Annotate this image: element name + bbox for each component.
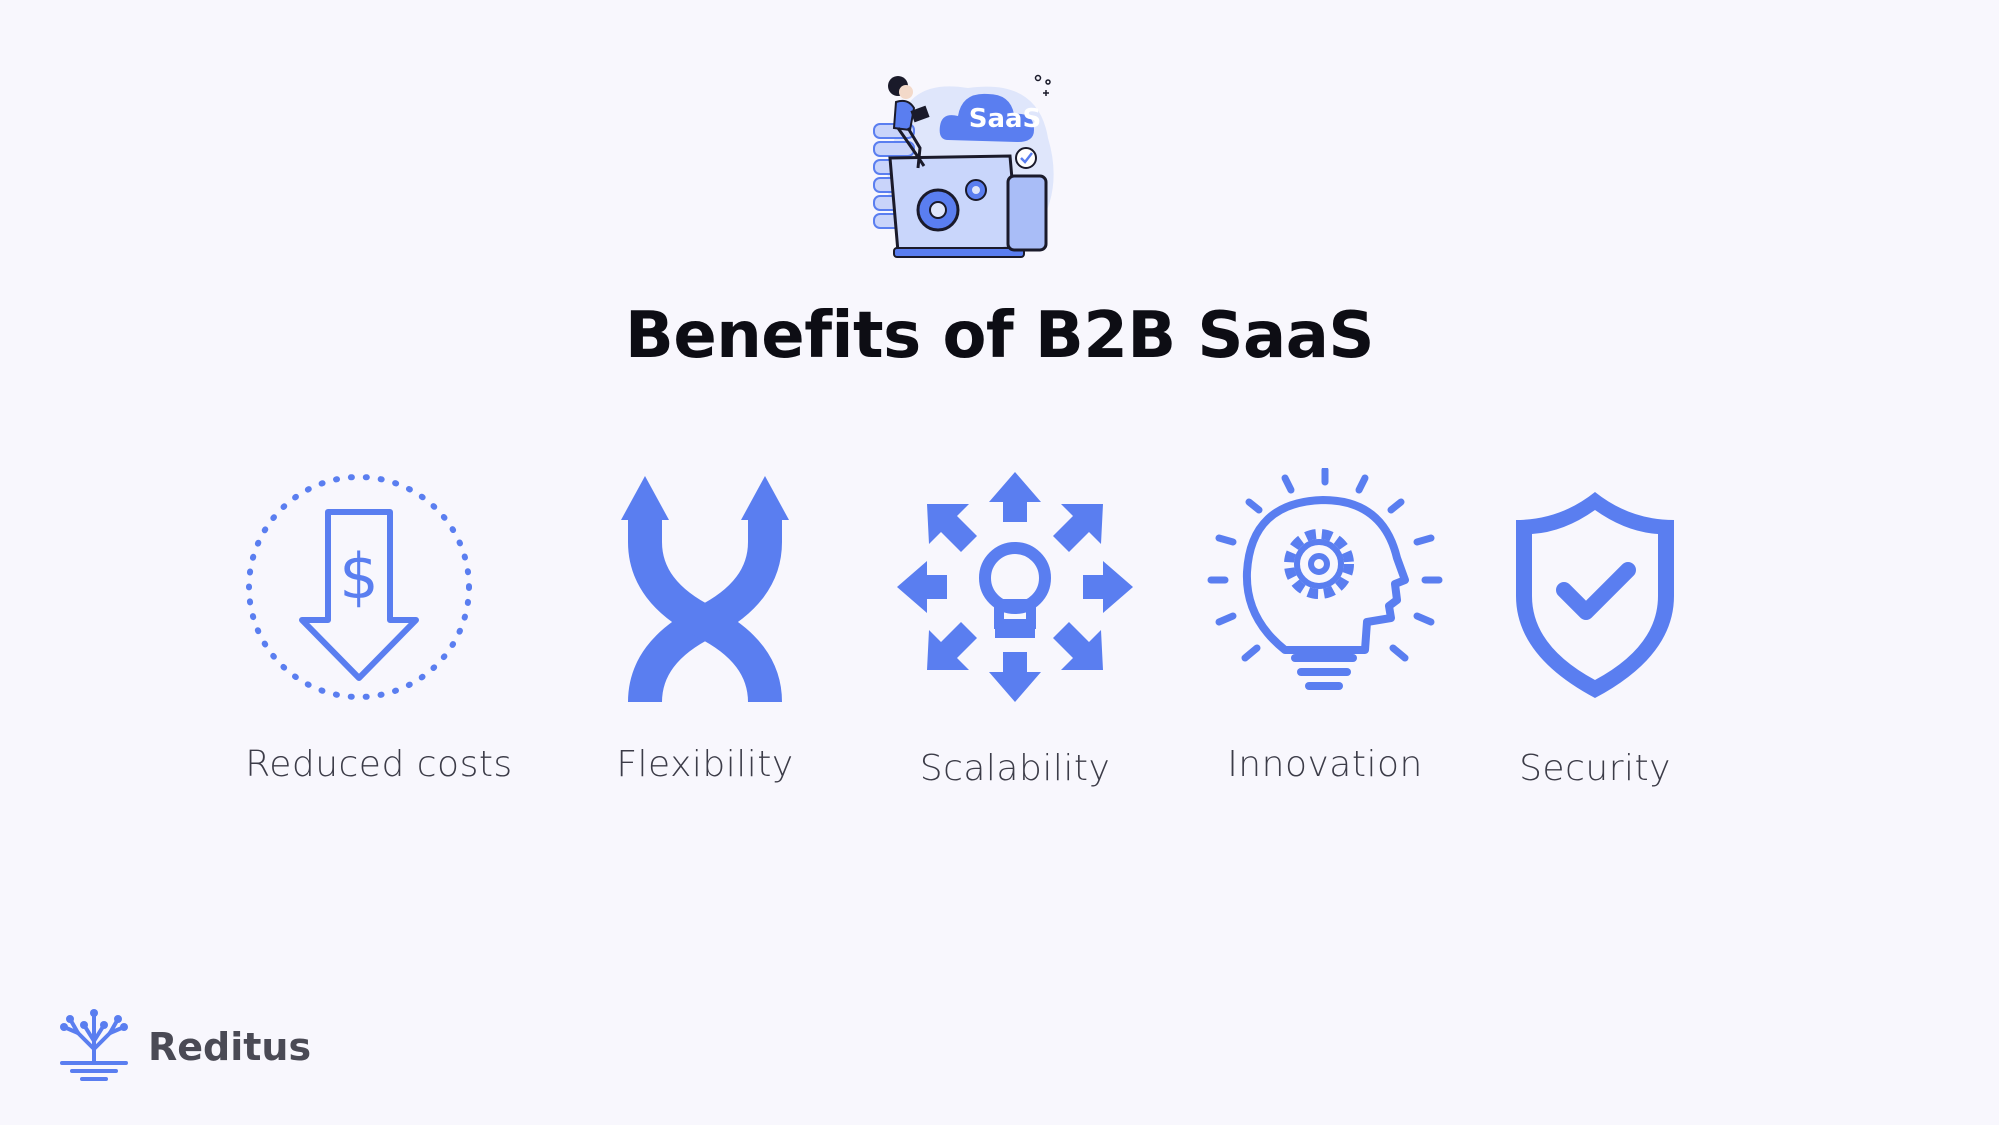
benefit-reduced-costs: $ Reduced costs (240, 468, 530, 798)
saas-hero-illustration: SaaS (868, 68, 1068, 264)
benefit-innovation: Innovation (1205, 468, 1445, 798)
tree-logo-icon (60, 1009, 128, 1081)
head-gear-icon (1207, 468, 1443, 690)
benefit-scalability: Scalability (895, 468, 1135, 798)
benefit-security: Security (1510, 468, 1680, 798)
benefit-flexibility: Flexibility (615, 468, 795, 798)
svg-text:$: $ (339, 540, 378, 613)
page-title: Benefits of B2B SaaS (625, 299, 1374, 373)
crossing-arrows-icon (621, 476, 789, 703)
dollar-down-arrow-icon: $ (246, 474, 472, 700)
benefit-label: Security (1519, 748, 1671, 789)
shield-check-icon (1516, 492, 1674, 698)
brand-name: Reditus (148, 1025, 312, 1069)
lightbulb-arrows-icon (897, 472, 1133, 702)
benefit-label: Reduced costs (245, 744, 513, 785)
benefit-label: Scalability (919, 748, 1111, 789)
saas-badge-text: SaaS (968, 104, 1042, 134)
benefit-label: Innovation (1227, 744, 1423, 785)
benefit-label: Flexibility (616, 744, 794, 785)
